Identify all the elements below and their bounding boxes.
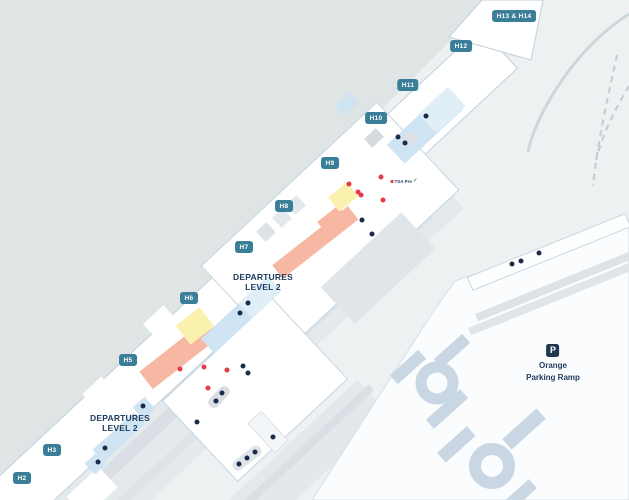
parking-ramp-label: P Orange Parking Ramp bbox=[526, 344, 580, 383]
tsa-flag-icon bbox=[390, 179, 394, 183]
gate-chip-h3[interactable]: H3 bbox=[43, 444, 61, 456]
gray-diamond-1 bbox=[256, 222, 276, 242]
gate-chip-h9[interactable]: H9 bbox=[321, 157, 339, 169]
gate-chip-h7[interactable]: H7 bbox=[235, 241, 253, 253]
holdroom-zone-blue-2 bbox=[334, 92, 360, 116]
blue-diamond-3 bbox=[84, 453, 106, 475]
south-connector bbox=[247, 410, 289, 454]
pier-detail-2 bbox=[301, 175, 331, 205]
pier-detail-7 bbox=[66, 466, 118, 500]
amenity-zone-yellow-1 bbox=[328, 182, 358, 212]
gray-diamond-2 bbox=[272, 208, 292, 228]
tsa-precheck-badge: TSA Pre ✓ bbox=[390, 178, 418, 184]
gate-chip-h10[interactable]: H10 bbox=[365, 112, 387, 124]
pier-detail-3 bbox=[364, 128, 384, 148]
pier-detail-4 bbox=[142, 305, 178, 339]
parking-icon: P bbox=[546, 344, 560, 357]
checkmark-icon: ✓ bbox=[412, 178, 418, 184]
pier-detail-5 bbox=[82, 376, 114, 408]
gate-chip-h13-h14[interactable]: H13 & H14 bbox=[492, 10, 536, 22]
gate-chip-h6[interactable]: H6 bbox=[180, 292, 198, 304]
amenity-zone-yellow-2 bbox=[175, 307, 215, 345]
dashed-road-1 bbox=[591, 54, 619, 187]
retail-zone-salmon-2 bbox=[317, 205, 349, 237]
gate-chip-h12[interactable]: H12 bbox=[450, 40, 472, 52]
parking-road-2 bbox=[468, 260, 629, 336]
gate-chip-h5[interactable]: H5 bbox=[119, 354, 137, 366]
holdroom-zone-blue-3b bbox=[238, 276, 282, 318]
parking-name-line2: Parking Ramp bbox=[526, 372, 580, 382]
parking-helix-1 bbox=[389, 333, 471, 429]
holdroom-zone-blue-1b bbox=[418, 86, 466, 134]
tsa-precheck-label: TSA Pre bbox=[394, 178, 412, 184]
gate-chip-h8[interactable]: H8 bbox=[275, 200, 293, 212]
terminal-gray-roof bbox=[320, 212, 436, 324]
parking-road-1 bbox=[475, 246, 629, 322]
parking-name-line1: Orange bbox=[538, 361, 568, 370]
apron-band-bottom bbox=[211, 379, 389, 500]
gate-chip-h11[interactable]: H11 bbox=[397, 79, 419, 91]
roadway-line-3 bbox=[229, 384, 375, 500]
pier-detail-6 bbox=[14, 462, 66, 500]
curved-road bbox=[526, 12, 629, 153]
parking-skyway bbox=[466, 213, 629, 291]
parking-helix-2 bbox=[437, 408, 546, 500]
gate-chip-h2[interactable]: H2 bbox=[13, 472, 31, 484]
